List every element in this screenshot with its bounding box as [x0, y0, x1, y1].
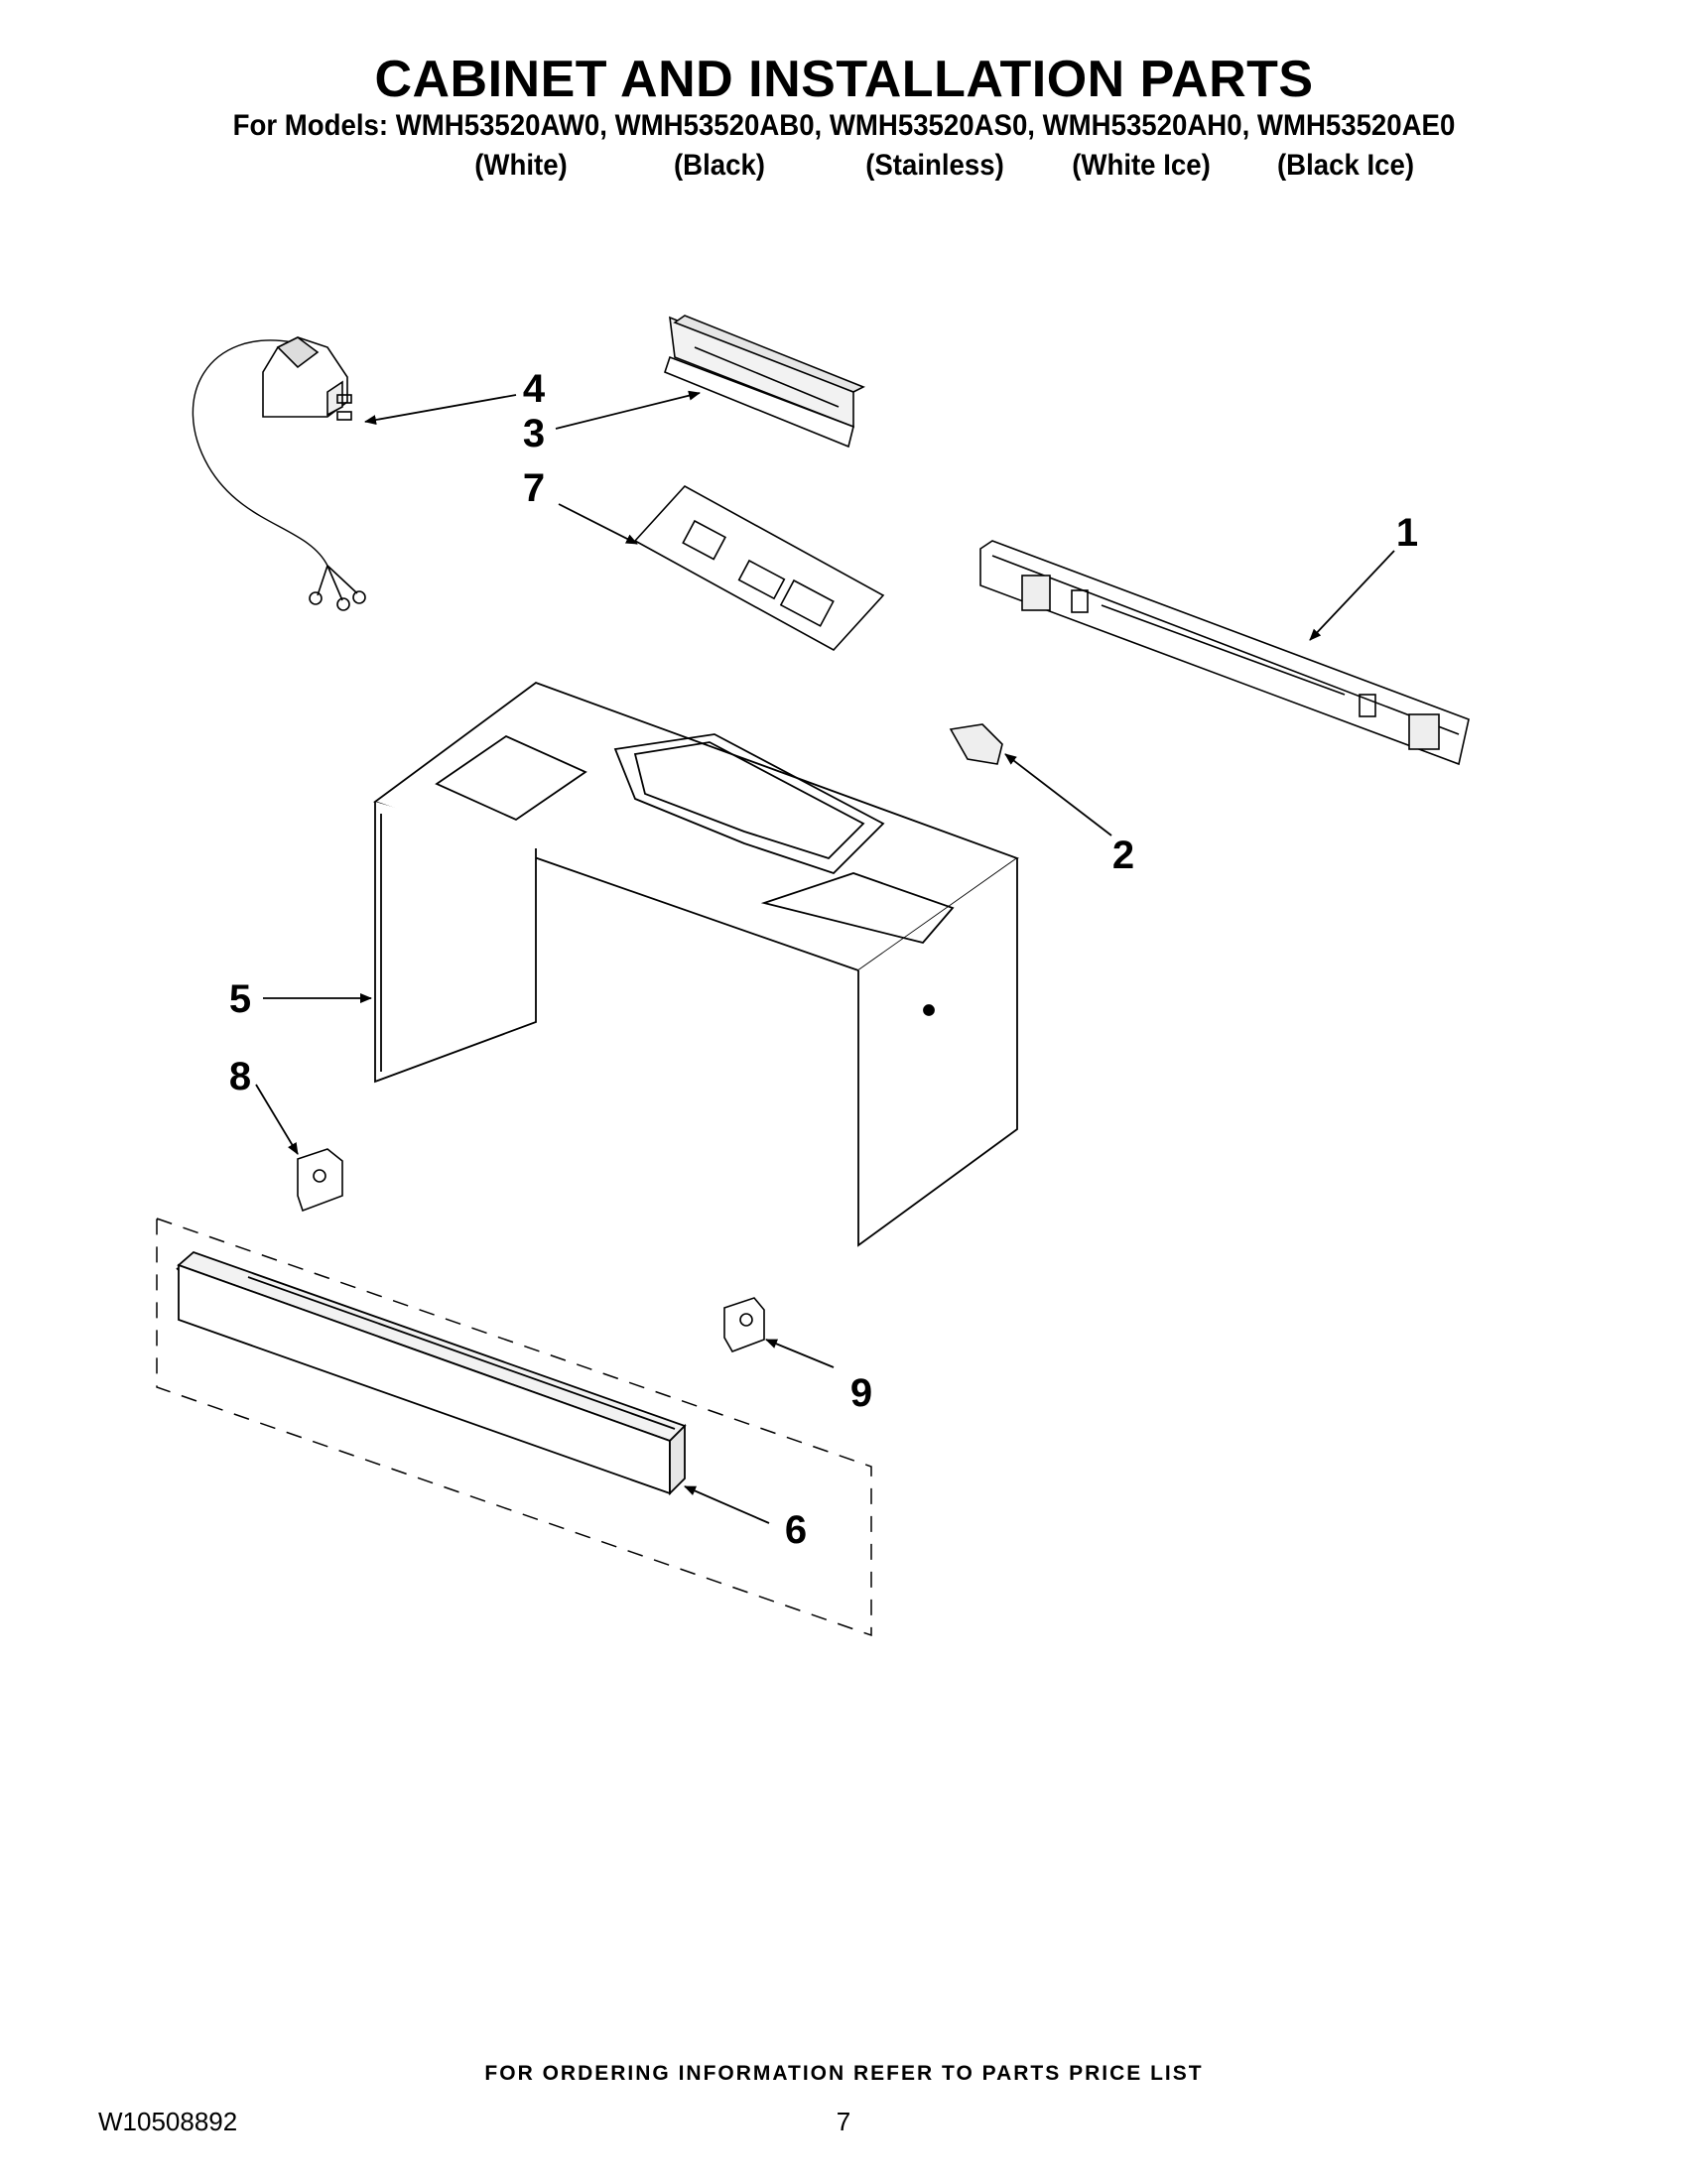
- leader-2: [1004, 753, 1112, 836]
- trim-strip-part: [156, 1217, 872, 1637]
- callout-2: 2: [1111, 834, 1135, 877]
- leader-8: [255, 1084, 299, 1155]
- callout-4: 4: [522, 367, 546, 411]
- leader-lines: [255, 390, 1395, 1524]
- mounting-plate-part: [633, 484, 885, 652]
- callout-3: 3: [522, 412, 546, 455]
- leader-1: [1309, 550, 1395, 641]
- page-title: CABINET AND INSTALLATION PARTS: [374, 51, 1314, 108]
- cabinet-wrapper-part: [373, 681, 1019, 1247]
- leader-7: [558, 503, 638, 545]
- color-label-white: (White): [474, 149, 568, 182]
- color-label-black: (Black): [673, 149, 766, 182]
- document-number: W10508892: [98, 2107, 238, 2136]
- color-label-stainless: (Stainless): [865, 149, 1004, 182]
- clip-part: [949, 723, 1003, 765]
- color-label-white-ice: (White Ice): [1072, 149, 1211, 182]
- callout-8: 8: [228, 1055, 252, 1098]
- leader-6: [684, 1485, 770, 1524]
- power-cord-part: [192, 336, 366, 611]
- models-line: For Models: WMH53520AW0, WMH53520AB0, WM…: [232, 109, 1456, 142]
- ordering-info: FOR ORDERING INFORMATION REFER TO PARTS …: [484, 2062, 1204, 2085]
- left-bracket-part: [297, 1148, 343, 1213]
- page-number: 7: [836, 2107, 851, 2136]
- callout-7: 7: [522, 466, 546, 510]
- top-bracket-part: [664, 315, 865, 449]
- callout-6: 6: [784, 1508, 808, 1552]
- leader-9: [765, 1339, 835, 1368]
- callout-9: 9: [849, 1371, 873, 1415]
- right-bracket-part: [723, 1297, 765, 1352]
- color-label-black-ice: (Black Ice): [1276, 149, 1415, 182]
- leader-3: [555, 390, 701, 430]
- callout-5: 5: [228, 977, 252, 1021]
- callout-1: 1: [1395, 511, 1419, 555]
- mounting-rail-part: [979, 540, 1470, 766]
- leader-4: [364, 394, 517, 425]
